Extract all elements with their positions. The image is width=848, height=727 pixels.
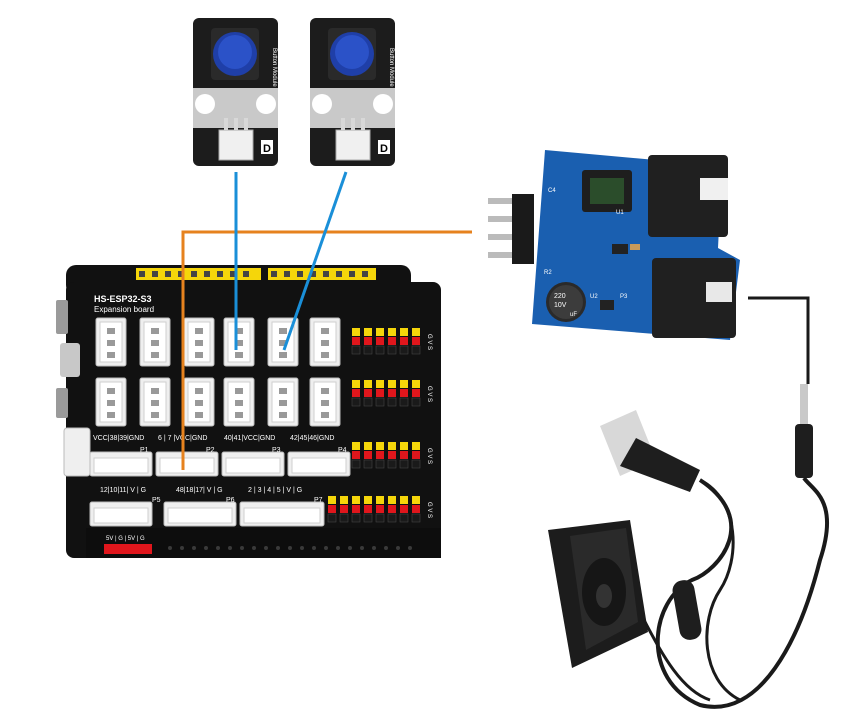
audio-module: 220 10V uF C4 U2 P3 R2 U1: [488, 150, 740, 340]
wire-blue-right: [282, 171, 348, 351]
button-module-right: Button Module D: [309, 17, 396, 167]
speaker: [548, 520, 648, 668]
button-module-mark: D: [263, 143, 271, 155]
power-connector: [63, 427, 91, 477]
capacitor-label-3: uF: [570, 312, 577, 318]
wire-orange: [181, 230, 472, 470]
audio-plug: [795, 384, 813, 478]
button-module-left: Button Module D: [192, 17, 279, 167]
port-p3-label: P3: [272, 447, 281, 454]
port-p4-label: P4: [338, 447, 347, 454]
speaker-cable: [655, 476, 830, 709]
silk-u1: U1: [616, 210, 624, 216]
button-module-mark: D: [380, 143, 388, 155]
wire-black: [748, 296, 810, 384]
silk-u2: U2: [590, 294, 598, 300]
header-gvs: G V S: [426, 334, 432, 350]
port-p7-pins: 2 | 3 | 4 | 5 | V | G: [248, 487, 302, 494]
port-p5-label: P5: [152, 497, 161, 504]
board-subtitle: Expansion board: [94, 305, 154, 314]
power-header: [104, 544, 152, 554]
port-p5: [89, 501, 153, 527]
port-p6-pins: 48|18|17| V | G: [176, 487, 223, 494]
button-module-label: Button Module: [388, 48, 394, 87]
port-p1-pins: VCC|38|39|GND: [93, 435, 144, 442]
usb-plug: [600, 410, 700, 492]
header-gvs: G V S: [426, 386, 432, 402]
audio-jack-bottom: [652, 258, 736, 338]
capacitor-label-1: 220: [554, 293, 566, 300]
usb-port: [60, 343, 80, 377]
port-p2-label: P2: [206, 447, 215, 454]
button-module-label: Button Module: [271, 48, 277, 87]
silk-p3: P3: [620, 294, 628, 300]
expansion-board: HS-ESP32-S3 Expansion board VCC|38|39|GN…: [56, 265, 441, 558]
reset-button: [56, 300, 68, 334]
silk-r2: R2: [544, 270, 552, 276]
port-p1-label: P1: [140, 447, 149, 454]
audio-jack-top: [648, 155, 728, 237]
volume-control: [672, 580, 702, 640]
port-p3-pins: 40|41|VCC|GND: [224, 435, 275, 442]
port-p3: [221, 451, 285, 477]
board-title: HS-ESP32-S3: [94, 294, 152, 304]
port-p1: [89, 451, 153, 477]
port-p7-label: P7: [314, 497, 323, 504]
port-p4: [287, 451, 351, 477]
power-pins-label: 5V | G | 5V | G: [106, 536, 145, 542]
silk-c4: C4: [548, 188, 556, 194]
capacitor-label-2: 10V: [554, 302, 567, 309]
port-p4-pins: 42|45|46|GND: [290, 435, 334, 442]
port-p6-label: P6: [226, 497, 235, 504]
header-gvs: G V S: [426, 502, 432, 518]
boot-button: [56, 388, 68, 418]
port-p2: [155, 451, 219, 477]
port-p5-pins: 12|10|11| V | G: [100, 487, 146, 494]
header-gvs: G V S: [426, 448, 432, 464]
